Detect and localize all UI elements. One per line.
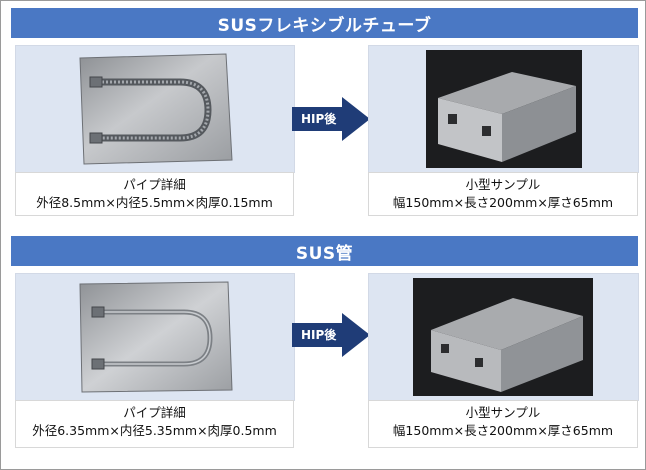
right-arrow-icon bbox=[292, 97, 370, 141]
sample-caption-2-title: 小型サンプル bbox=[465, 405, 541, 420]
sample-block-photo bbox=[426, 50, 582, 168]
tube-caption-1-dimensions: 外径8.5mm×内径5.5mm×肉厚0.15mm bbox=[36, 195, 273, 210]
flexible-tube-photo bbox=[79, 53, 233, 165]
tube-sample-photo-panel-1 bbox=[15, 45, 295, 173]
hip-label-2: HIP後 bbox=[301, 328, 337, 342]
sample-caption-2-dimensions: 幅150mm×長さ200mm×厚さ65mm bbox=[392, 423, 614, 438]
sus-pipe-photo bbox=[79, 281, 233, 393]
sample-block-photo-panel-1 bbox=[368, 45, 639, 173]
tube-caption-1: パイプ詳細 外径8.5mm×内径5.5mm×肉厚0.15mm bbox=[15, 172, 294, 216]
hip-label-1: HIP後 bbox=[301, 112, 337, 126]
sample-caption-1-dimensions: 幅150mm×長さ200mm×厚さ65mm bbox=[392, 195, 614, 210]
section-title-1: SUSフレキシブルチューブ bbox=[217, 15, 432, 36]
sample-caption-2: 小型サンプル 幅150mm×長さ200mm×厚さ65mm bbox=[368, 400, 638, 448]
section-title-2: SUS管 bbox=[295, 243, 354, 264]
sample-caption-1: 小型サンプル 幅150mm×長さ200mm×厚さ65mm bbox=[368, 172, 638, 216]
tube-caption-2: パイプ詳細 外径6.35mm×内径5.35mm×肉厚0.5mm bbox=[15, 400, 294, 448]
right-arrow-icon bbox=[292, 313, 370, 357]
sample-block-photo-panel-2 bbox=[368, 273, 639, 401]
section-title-band-2: SUS管 bbox=[11, 236, 638, 266]
sample-caption-1-title: 小型サンプル bbox=[465, 177, 541, 192]
sample-block-photo-2 bbox=[413, 278, 593, 396]
section-title-band-1: SUSフレキシブルチューブ bbox=[11, 8, 638, 38]
tube-caption-1-title: パイプ詳細 bbox=[123, 177, 186, 192]
tube-caption-2-title: パイプ詳細 bbox=[123, 405, 186, 420]
tube-caption-2-dimensions: 外径6.35mm×内径5.35mm×肉厚0.5mm bbox=[32, 423, 277, 438]
tube-sample-photo-panel-2 bbox=[15, 273, 295, 401]
